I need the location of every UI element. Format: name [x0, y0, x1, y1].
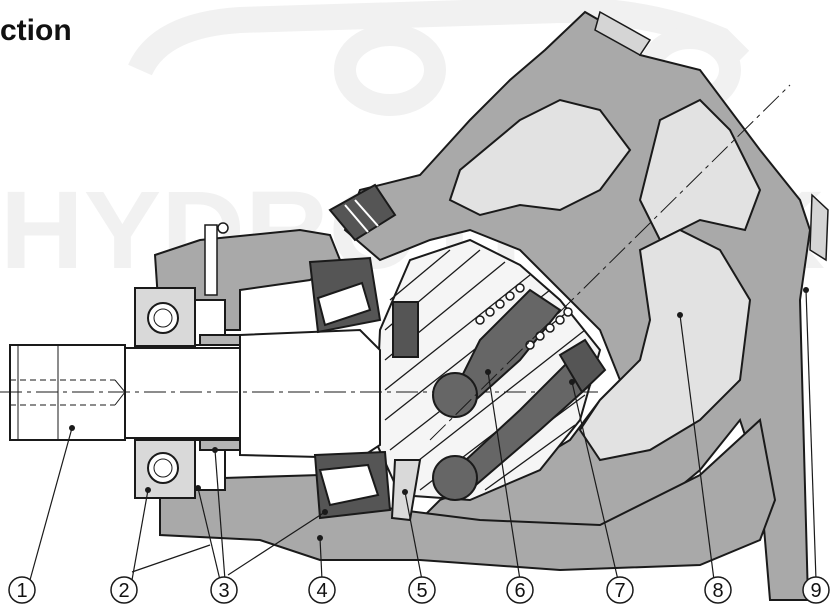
- svg-text:4: 4: [316, 580, 327, 602]
- svg-text:3: 3: [218, 580, 229, 602]
- housing: [153, 10, 829, 601]
- svg-text:6: 6: [514, 580, 525, 602]
- tapered-roller-bottom: [318, 463, 380, 507]
- callout-1: 1: [8, 576, 36, 604]
- shaft-taper: [239, 328, 381, 460]
- bearing-ball-bottom: [147, 452, 179, 484]
- vent-pin: [204, 222, 229, 296]
- drive-shaft: [0, 328, 600, 460]
- leader-1: [29, 427, 73, 581]
- callout-8: 8: [704, 576, 732, 604]
- leader-5: [404, 491, 423, 581]
- ball-bearing-bottom: [134, 439, 196, 499]
- inner-bore: [638, 98, 762, 242]
- seal-ring-top: [199, 334, 241, 346]
- leader-3c: [227, 511, 326, 576]
- inner-cylinder-light: [448, 98, 632, 217]
- cap-plate-top: [594, 10, 652, 56]
- leader-6: [487, 371, 521, 581]
- callout-leaders: [29, 289, 817, 581]
- page-title: ction: [0, 14, 72, 47]
- leader-3a: [197, 487, 221, 581]
- leader-9: [805, 289, 817, 581]
- piston-lower: [432, 338, 607, 501]
- leader-3b: [214, 449, 226, 581]
- piston-upper-ball: [432, 372, 478, 418]
- svg-text:2: 2: [118, 580, 129, 602]
- leader-2-shim: [131, 544, 211, 573]
- callout-leader-dots: [69, 287, 809, 541]
- tapered-roller-top: [316, 281, 372, 327]
- inner-port-passage: [578, 228, 752, 462]
- tapered-bearing-bottom: [313, 450, 392, 520]
- bearing-ball-top: [147, 302, 179, 334]
- callout-9: 9: [802, 576, 830, 604]
- svg-text:9: 9: [810, 580, 821, 602]
- leader-4: [319, 537, 323, 581]
- cap-plate-right: [809, 193, 829, 262]
- leader-8: [679, 314, 715, 581]
- watermark-truck-outline: [128, 0, 750, 76]
- callout-4: 4: [308, 576, 336, 604]
- leader-7: [571, 381, 619, 581]
- tapered-bearing-top: [308, 256, 382, 334]
- ball-bearing-top: [134, 287, 196, 347]
- leader-2: [131, 489, 149, 581]
- callout-5: 5: [408, 576, 436, 604]
- svg-text:1: 1: [16, 580, 27, 602]
- cylinder-axis-line: [429, 84, 791, 441]
- upper-bolt: [328, 183, 397, 242]
- piston-upper: [432, 283, 573, 418]
- piston-lower-head: [558, 338, 607, 394]
- watermark-wheel-left: [334, 24, 446, 116]
- svg-text:8: 8: [712, 580, 723, 602]
- piston-lower-ball: [432, 455, 478, 501]
- shaft-seals: [194, 299, 241, 491]
- callout-7: 7: [606, 576, 634, 604]
- svg-text:7: 7: [614, 580, 625, 602]
- callouts: 1 2 3 4 5 6 7 8: [8, 576, 830, 604]
- callout-2: 2: [110, 576, 138, 604]
- seal-ring-bottom: [199, 439, 241, 451]
- callout-6: 6: [506, 576, 534, 604]
- svg-text:5: 5: [416, 580, 427, 602]
- callout-3: 3: [210, 576, 238, 604]
